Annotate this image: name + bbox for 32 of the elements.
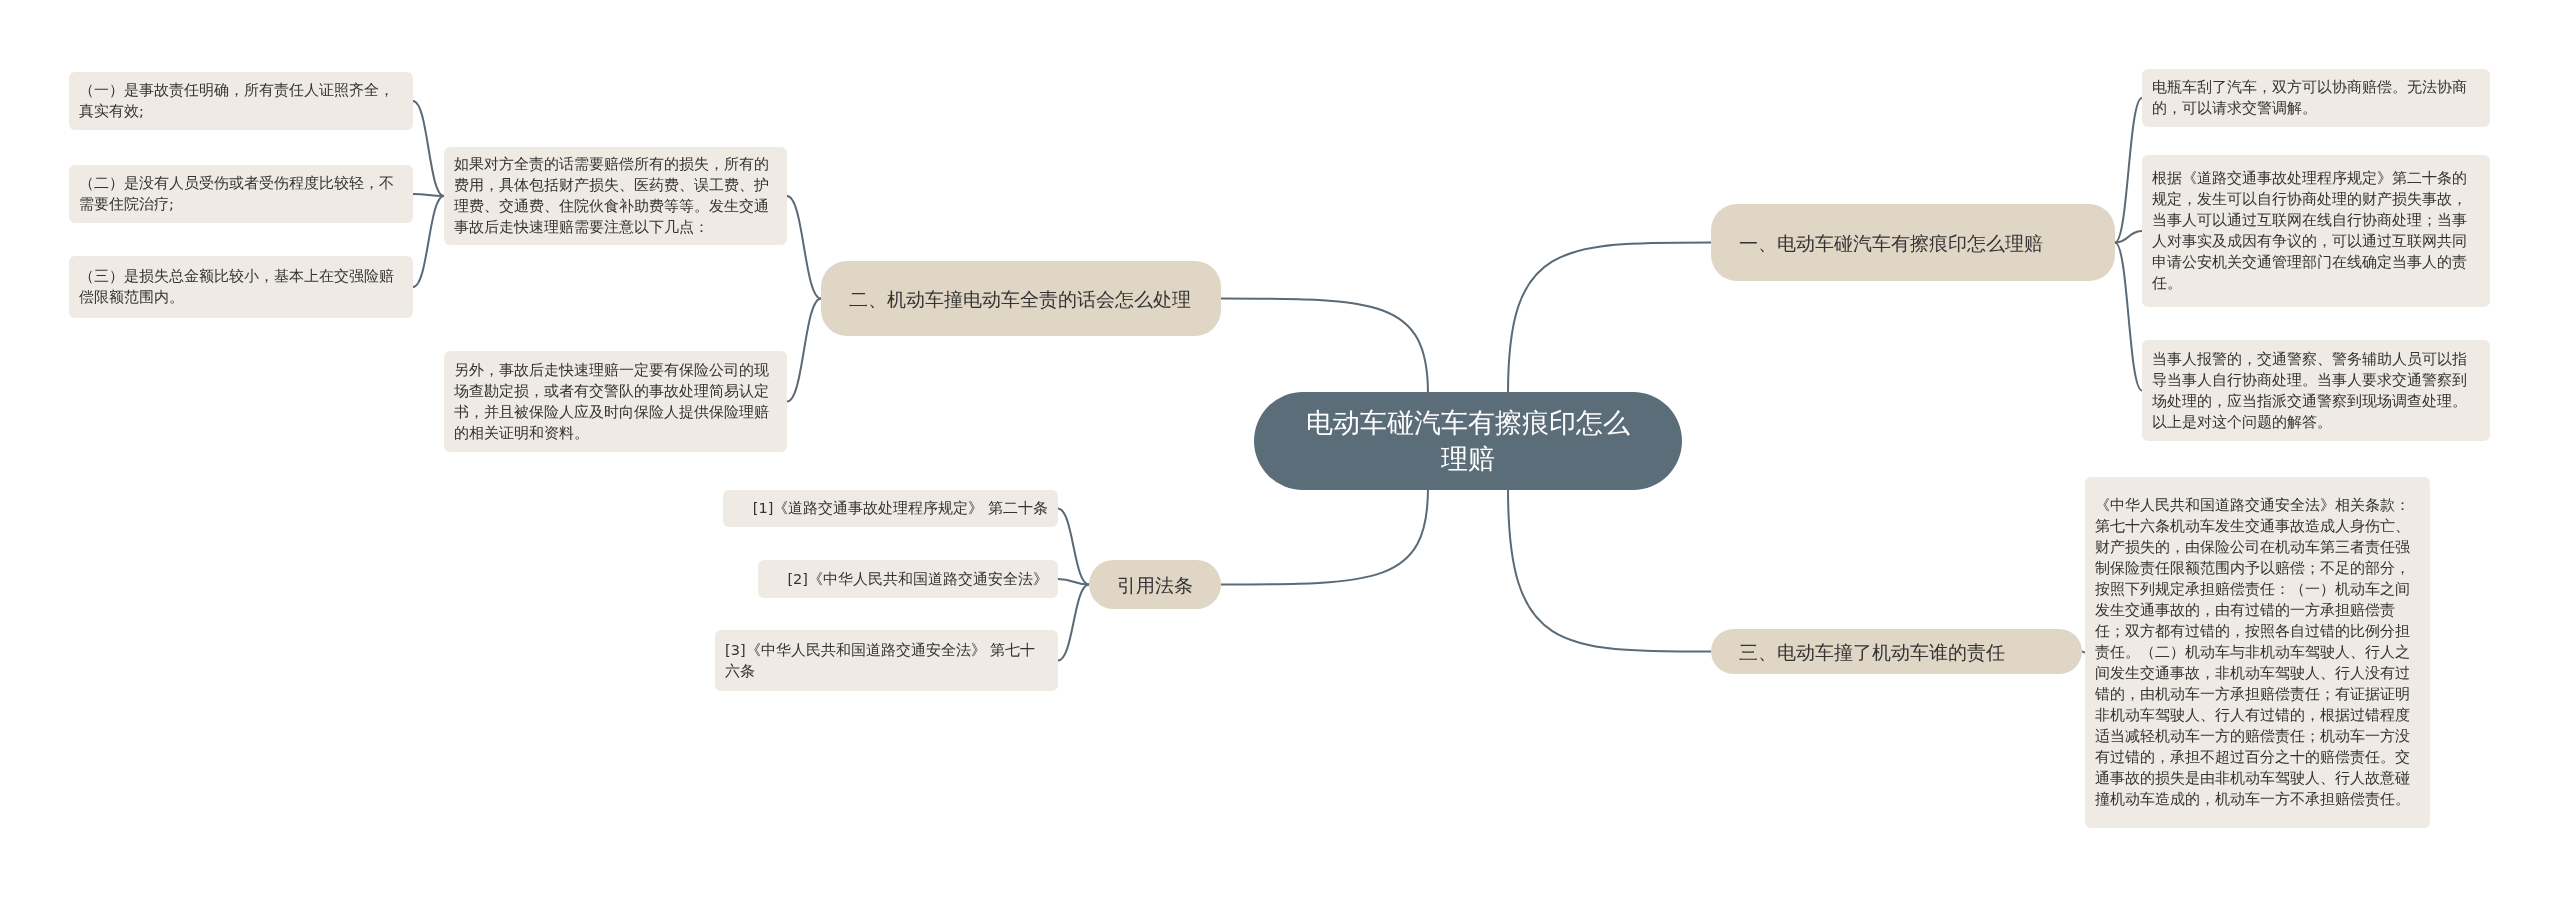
note-card: （二）是没有人员受伤或者受伤程度比较轻，不需要住院治疗; [69,165,413,223]
note-card: （一）是事故责任明确，所有责任人证照齐全，真实有效; [69,72,413,130]
note-card: 根据《道路交通事故处理程序规定》第二十条的规定，发生可以自行协商处理的财产损失事故，当事人可以通过互联网在线自行协商处理；当事人对事实及成因有争议的，可以通过互联网共同申请公安机关交通管理部门在线确定当事人的责任。 [2142,155,2490,307]
connector-line [1057,583,1090,662]
connector-line [1220,297,1429,395]
connector-line [1057,507,1090,586]
connector-line [2114,241,2143,392]
connector-line [1507,241,1712,395]
note-card: [1]《道路交通事故处理程序规定》 第二十条 [723,490,1058,527]
connector-line [2081,650,2086,654]
connector-line [1507,487,1712,653]
branch-topic: 二、机动车撞电动车全责的话会怎么处理 [821,261,1221,336]
connector-line [786,297,822,403]
connector-line [412,195,445,288]
central-topic: 电动车碰汽车有擦痕印怎么理赔 [1254,392,1682,490]
note-card: [2]《中华人民共和国道路交通安全法》 [758,560,1058,598]
note-card: （三）是损失总金额比较小，基本上在交强险赔偿限额范围内。 [69,256,413,318]
note-card: 当事人报警的，交通警察、警务辅助人员可以指导当事人自行协商处理。当事人要求交通警察到场处理的，应当指派交通警察到现场调查处理。以上是对这个问题的解答。 [2142,340,2490,441]
branch-topic: 一、电动车碰汽车有擦痕印怎么理赔 [1711,204,2115,281]
connector-line [786,195,822,300]
connector-line [2114,97,2143,244]
note-card: 如果对方全责的话需要赔偿所有的损失，所有的费用，具体包括财产损失、医药费、误工费、护理费、交通费、住院伙食补助费等等。发生交通事故后走快速理赔需要注意以下几点： [444,147,787,245]
note-card: [3]《中华人民共和国道路交通安全法》 第七十六条 [715,630,1058,691]
note-card: 电瓶车刮了汽车，双方可以协商赔偿。无法协商的，可以请求交警调解。 [2142,69,2490,127]
connector-line [412,100,445,197]
note-card: 另外，事故后走快速理赔一定要有保险公司的现场查勘定损，或者有交警队的事故处理简易认定书，并且被保险人应及时向保险人提供保险理赔的相关证明和资料。 [444,351,787,452]
branch-topic: 引用法条 [1089,560,1221,609]
connector-line [2114,230,2143,244]
connector-line [1057,578,1090,586]
note-card: 《中华人民共和国道路交通安全法》相关条款：第七十六条机动车发生交通事故造成人身伤亡、财产损失的，由保险公司在机动车第三者责任强制保险责任限额范围内予以赔偿；不足的部分，按照下列规定承担赔偿责任：（一）机动车之间发生交通事故的，由有过错的一方承担赔偿责任；双方都有过错的，按照各自过错的比例分担责任。（二）机动车与非机动车驾驶人、行人之间发生交通事故，非机动车驾驶人、行人没有过错的，由机动车一方承担赔偿责任；有证据证明非机动车驾驶人、行人有过错的，根据过错程度适当减轻机动车一方的赔偿责任；机动车一方没有过错的，承担不超过百分之十的赔偿责任。交通事故的损失是由非机动车驾驶人、行人故意碰撞机动车造成的，机动车一方不承担赔偿责任。 [2085,477,2430,828]
connector-line [1220,487,1429,586]
branch-topic: 三、电动车撞了机动车谁的责任 [1711,629,2082,674]
